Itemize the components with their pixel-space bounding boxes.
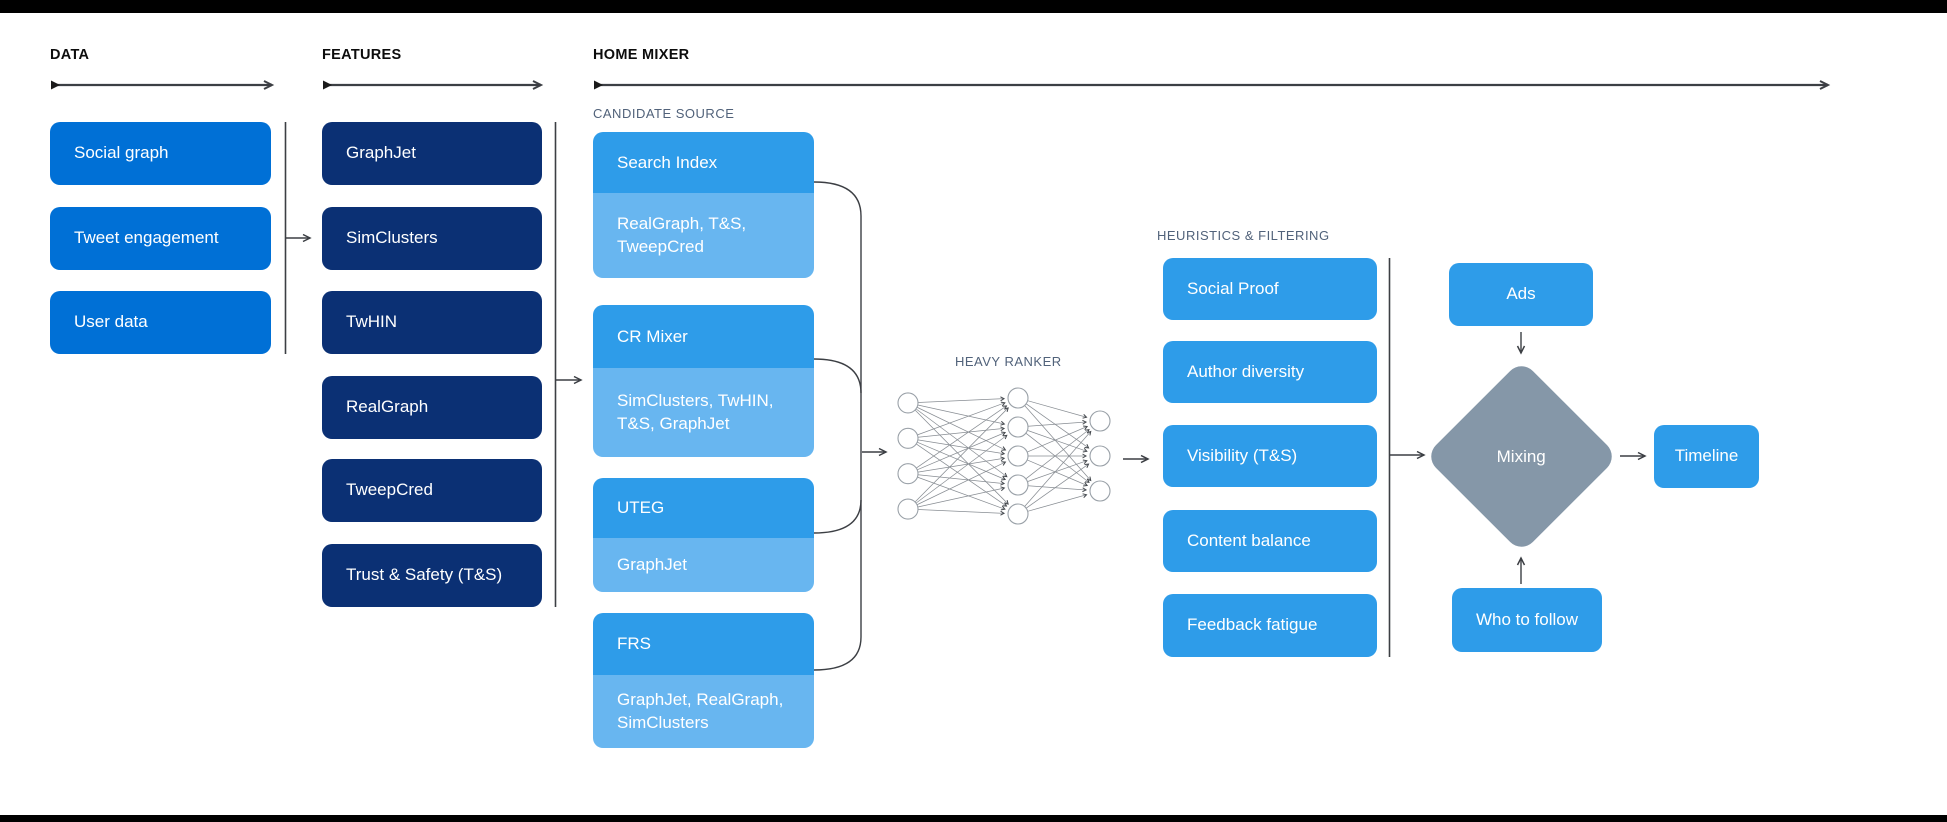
nn-node [1007, 445, 1029, 467]
box-label: SimClusters, TwHIN, T&S, GraphJet [617, 391, 774, 433]
data-box-social-graph: Social graph [50, 122, 271, 185]
curve-frs [813, 636, 862, 671]
candidate-group-search-index: Search Index RealGraph, T&S, TweepCred [593, 132, 814, 278]
candidate-title: Search Index [593, 132, 814, 193]
top-black-bar [0, 0, 1947, 13]
heavy-ranker-label: HEAVY RANKER [955, 354, 1062, 369]
box-label: Who to follow [1475, 609, 1579, 629]
box-label: TwHIN [346, 312, 397, 332]
box-label: RealGraph [346, 397, 429, 417]
box-label: GraphJet [617, 554, 687, 574]
nn-node [1089, 410, 1111, 432]
data-box-user-data: User data [50, 291, 271, 354]
candidate-group-cr-mixer: CR Mixer SimClusters, TwHIN, T&S, GraphJ… [593, 305, 814, 457]
nn-node [897, 498, 919, 520]
feature-box-graphjet: GraphJet [322, 122, 542, 185]
box-label: Trust & Safety (T&S) [346, 565, 503, 585]
box-label: Visibility (T&S) [1187, 445, 1298, 465]
nn-node [1007, 416, 1029, 438]
nn-node [1089, 445, 1111, 467]
candidate-title: FRS [593, 613, 814, 675]
column-header-data: DATA [50, 47, 90, 63]
nn-node [1007, 387, 1029, 409]
nn-node [1007, 503, 1029, 525]
nn-node [1007, 474, 1029, 496]
heuristic-box-author-diversity: Author diversity [1163, 341, 1377, 403]
box-label: Tweet engagement [74, 228, 219, 248]
candidate-feature-sources: RealGraph, T&S, TweepCred [593, 193, 814, 278]
timeline-box: Timeline [1654, 425, 1759, 488]
candidate-feature-sources: GraphJet, RealGraph, SimClusters [593, 675, 814, 748]
feature-box-trust-safety: Trust & Safety (T&S) [322, 544, 542, 607]
nn-node [897, 463, 919, 485]
neural-network-illustration [897, 387, 1111, 525]
candidate-feature-sources: GraphJet [593, 538, 814, 592]
box-label: Social Proof [1187, 278, 1279, 298]
curve-uteg [813, 499, 862, 534]
box-label: RealGraph, T&S, TweepCred [617, 214, 747, 256]
candidate-feature-sources: SimClusters, TwHIN, T&S, GraphJet [593, 368, 814, 457]
heuristic-box-content-balance: Content balance [1163, 510, 1377, 572]
feature-box-simclusters: SimClusters [322, 207, 542, 270]
box-label: GraphJet, RealGraph, SimClusters [617, 690, 784, 732]
box-label: GraphJet [346, 143, 416, 163]
feature-box-tweepcred: TweepCred [322, 459, 542, 522]
heuristic-box-feedback-fatigue: Feedback fatigue [1163, 594, 1377, 657]
box-label: UTEG [617, 498, 665, 517]
nn-node [1089, 480, 1111, 502]
heuristic-box-visibility: Visibility (T&S) [1163, 425, 1377, 487]
box-label: Timeline [1674, 446, 1739, 466]
curve-cr-mixer [813, 358, 862, 394]
candidate-group-uteg: UTEG GraphJet [593, 478, 814, 592]
column-header-home-mixer: HOME MIXER [593, 47, 690, 63]
column-header-features: FEATURES [322, 47, 402, 63]
curve-search-index [813, 181, 862, 217]
box-label: Ads [1506, 284, 1536, 304]
bottom-black-bar [0, 815, 1947, 822]
box-label: CR Mixer [617, 326, 688, 346]
candidate-title: CR Mixer [593, 305, 814, 368]
nn-node [897, 427, 919, 449]
box-label: Mixing [1496, 446, 1547, 466]
box-label: Search Index [617, 152, 718, 172]
heuristics-filtering-label: HEURISTICS & FILTERING [1157, 228, 1330, 243]
box-label: User data [74, 312, 148, 332]
candidate-title: UTEG [593, 478, 814, 538]
box-label: SimClusters [346, 228, 438, 248]
who-to-follow-box: Who to follow [1452, 588, 1602, 652]
nn-node [897, 392, 919, 414]
box-label: Social graph [74, 143, 169, 163]
candidate-source-label: CANDIDATE SOURCE [593, 106, 735, 121]
box-label: FRS [617, 634, 651, 653]
box-label: Content balance [1187, 530, 1311, 550]
data-box-tweet-engagement: Tweet engagement [50, 207, 271, 270]
feature-box-realgraph: RealGraph [322, 376, 542, 439]
box-label: Feedback fatigue [1187, 615, 1318, 635]
box-label: TweepCred [346, 480, 433, 500]
heuristic-box-social-proof: Social Proof [1163, 258, 1377, 320]
box-label: Author diversity [1187, 361, 1305, 381]
candidate-group-frs: FRS GraphJet, RealGraph, SimClusters [593, 613, 814, 748]
ads-box: Ads [1449, 263, 1593, 326]
feature-box-twhin: TwHIN [322, 291, 542, 354]
